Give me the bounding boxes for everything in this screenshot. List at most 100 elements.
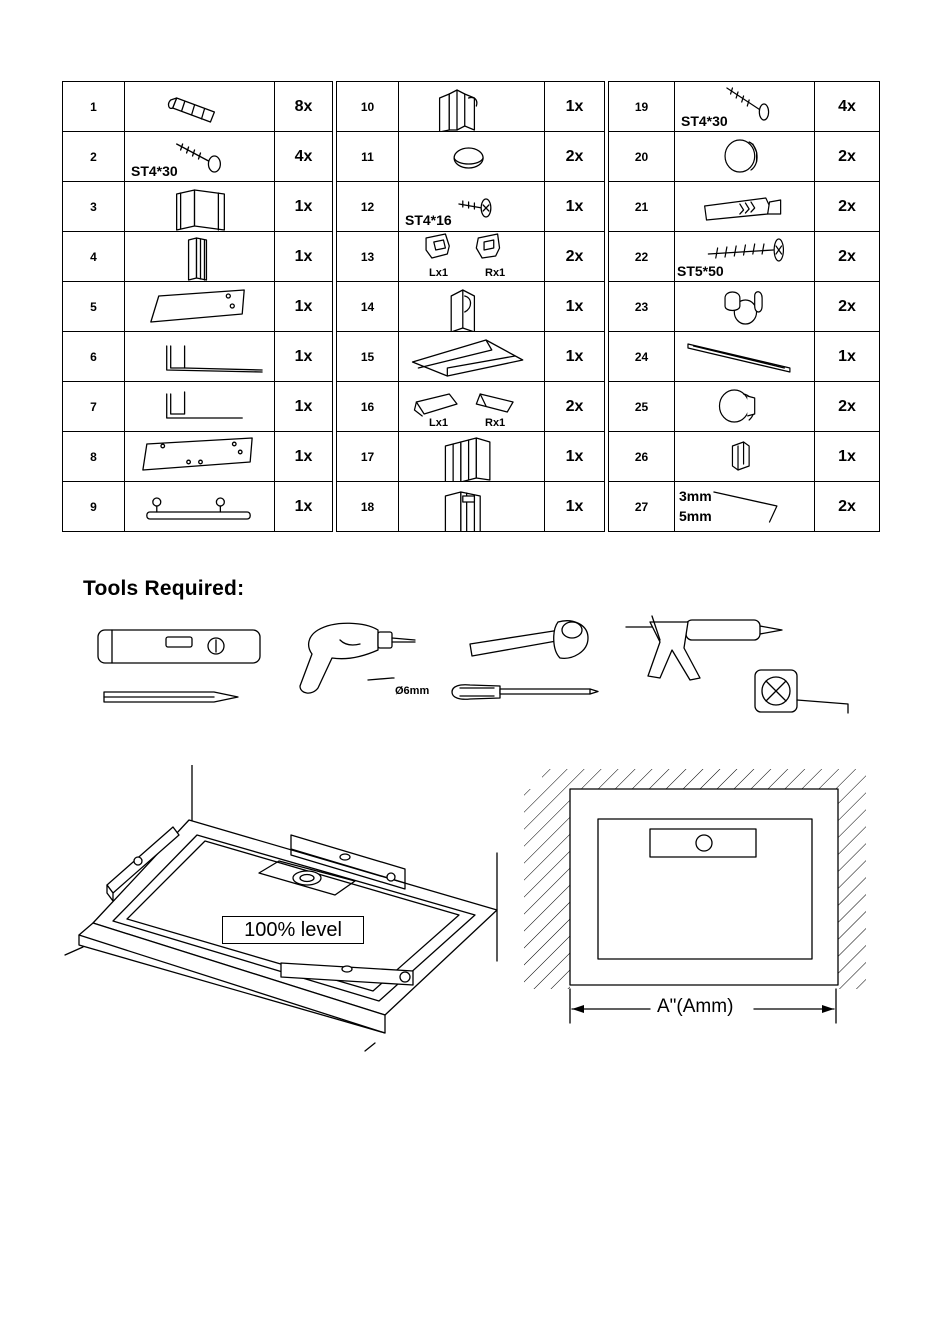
- part-illustration: ST5*50: [675, 232, 815, 282]
- part-quantity: 1x: [545, 482, 605, 532]
- sweep-profile-icon: [399, 332, 544, 381]
- part-number: 1: [63, 82, 125, 132]
- part-row: 8 1x: [63, 432, 333, 482]
- part-number: 21: [609, 182, 675, 232]
- part-illustration: [675, 332, 815, 382]
- part-quantity: 8x: [275, 82, 333, 132]
- dimension-label: A"(Amm): [654, 996, 736, 1018]
- part-row: 1 8x: [63, 82, 333, 132]
- part-row: 212x: [609, 182, 880, 232]
- part-number: 22: [609, 232, 675, 282]
- part-quantity: 1x: [275, 482, 333, 532]
- u-profile-icon: [399, 482, 544, 531]
- level-label: 100% level: [222, 916, 364, 944]
- part-number: 10: [337, 82, 399, 132]
- part-illustration: [675, 132, 815, 182]
- part-quantity: 1x: [545, 282, 605, 332]
- part-row: 4 1x: [63, 232, 333, 282]
- part-row: 112x: [337, 132, 605, 182]
- part-row: 13Lx1Rx12x: [337, 232, 605, 282]
- part-quantity: 2x: [815, 232, 880, 282]
- tools-title: Tools Required:: [83, 577, 244, 601]
- part-illustration: [125, 432, 275, 482]
- part-number: 20: [609, 132, 675, 182]
- part-number: 13: [337, 232, 399, 282]
- rubber-mallet-icon: [470, 621, 588, 659]
- part-illustration: [675, 182, 815, 232]
- part-illustration: ST4*30: [675, 82, 815, 132]
- spirit-level-top: [650, 829, 756, 857]
- roller-pair-icon: [675, 282, 814, 331]
- part-label: Lx1: [429, 267, 448, 279]
- part-illustration: [125, 282, 275, 332]
- part-number: 25: [609, 382, 675, 432]
- part-number: 14: [337, 282, 399, 332]
- part-number: 27: [609, 482, 675, 532]
- stopper-block-icon: [675, 432, 814, 481]
- part-illustration: [399, 82, 545, 132]
- part-label: ST5*50: [677, 263, 724, 279]
- roller-icon: [675, 382, 814, 431]
- shower-tray-level-diagram: [55, 765, 515, 1060]
- part-illustration: [399, 482, 545, 532]
- part-illustration: [675, 282, 815, 332]
- glass-panel-icon: [125, 282, 274, 331]
- end-cap-pair-icon: [399, 382, 544, 431]
- part-number: 17: [337, 432, 399, 482]
- part-number: 7: [63, 382, 125, 432]
- part-quantity: 1x: [275, 232, 333, 282]
- part-label: ST4*16: [405, 212, 452, 228]
- part-number: 8: [63, 432, 125, 482]
- part-row: 273mm5mm2x: [609, 482, 880, 532]
- part-illustration: ST4*16: [399, 182, 545, 232]
- part-quantity: 1x: [275, 332, 333, 382]
- screwdriver-icon: [452, 685, 598, 699]
- part-illustration: Lx1 Rx1: [399, 382, 545, 432]
- part-quantity: 1x: [545, 82, 605, 132]
- part-quantity: 4x: [815, 82, 880, 132]
- part-illustration: [125, 382, 275, 432]
- part-label: ST4*30: [131, 163, 178, 179]
- handle-bar-icon: [125, 482, 274, 531]
- part-row: 61x: [63, 332, 333, 382]
- double-profile-icon: [399, 432, 544, 481]
- part-row: 10 1x: [337, 82, 605, 132]
- part-number: 24: [609, 332, 675, 382]
- part-row: 31x: [63, 182, 333, 232]
- seal-strip-short-icon: [125, 382, 274, 431]
- part-quantity: 1x: [275, 432, 333, 482]
- part-number: 4: [63, 232, 125, 282]
- part-illustration: [399, 332, 545, 382]
- part-label: Rx1: [485, 417, 505, 429]
- bracket-pair-icon: [399, 232, 544, 281]
- part-quantity: 2x: [815, 282, 880, 332]
- part-label: Lx1: [429, 417, 448, 429]
- part-illustration: [675, 382, 815, 432]
- part-quantity: 2x: [815, 482, 880, 532]
- part-quantity: 1x: [545, 332, 605, 382]
- part-illustration: [125, 482, 275, 532]
- wall-plug-large-icon: [675, 182, 814, 231]
- knob-cap-icon: [675, 132, 814, 181]
- wall-plug-icon: [125, 82, 274, 131]
- bottom-seal-icon: [675, 332, 814, 381]
- part-number: 12: [337, 182, 399, 232]
- glass-door-icon: [125, 432, 274, 481]
- part-number: 19: [609, 82, 675, 132]
- part-number: 2: [63, 132, 125, 182]
- part-illustration: [399, 282, 545, 332]
- part-illustration: [399, 432, 545, 482]
- tape-measure-icon: [755, 670, 848, 713]
- part-quantity: 4x: [275, 132, 333, 182]
- part-quantity: 2x: [545, 132, 605, 182]
- magnetic-profile-icon: [399, 82, 544, 131]
- part-number: 26: [609, 432, 675, 482]
